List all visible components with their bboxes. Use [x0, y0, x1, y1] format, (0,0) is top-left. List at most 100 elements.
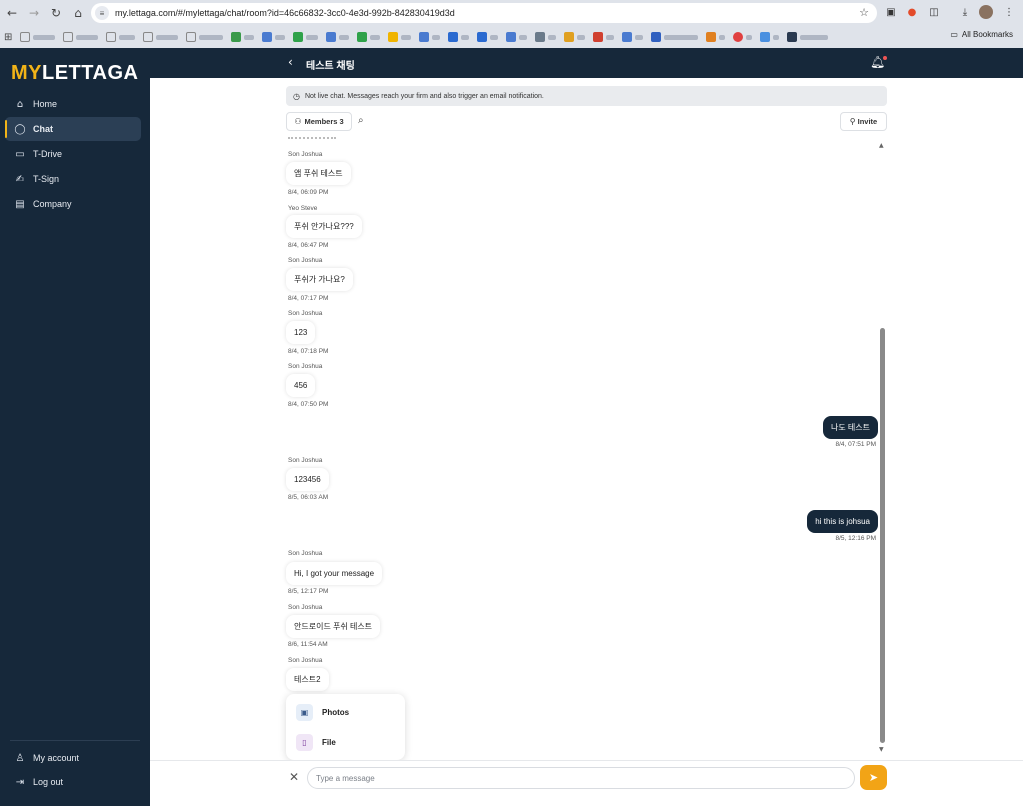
send-button[interactable]: ➤	[860, 765, 887, 790]
bookmark-item[interactable]	[477, 30, 499, 44]
message-sender: Son Joshua	[288, 657, 323, 664]
message-input[interactable]	[307, 767, 855, 789]
sidebar-item-chat[interactable]: ◯ Chat	[5, 117, 141, 141]
file-icon: ▯	[296, 734, 313, 751]
message-time: 8/4, 07:17 PM	[288, 295, 329, 302]
bookmark-item[interactable]	[419, 30, 441, 44]
apps-icon[interactable]: ⊞	[4, 31, 13, 43]
sidebar-item-t-sign[interactable]: ✍ T-Sign	[5, 167, 141, 191]
logo[interactable]: MYLETTAGA	[11, 62, 138, 85]
sidebar-item-label: Chat	[33, 124, 53, 134]
url-text: my.lettaga.com/#/mylettaga/chat/room?id=…	[115, 8, 455, 18]
message-bubble[interactable]: 푸쉬 안가나요???	[286, 215, 362, 238]
building-icon: ▤	[15, 198, 25, 210]
message-bubble[interactable]: 456	[286, 374, 316, 397]
bookmark-item[interactable]	[787, 30, 829, 44]
reload-icon[interactable]: ↻	[50, 6, 62, 20]
extension-icon[interactable]: ▣	[886, 6, 896, 18]
sidebar-item-my-account[interactable]: ♙ My account	[5, 746, 141, 770]
bookmark-item[interactable]	[535, 30, 557, 44]
message-bubble[interactable]: 푸쉬가 가나요?	[286, 268, 353, 291]
bookmark-item[interactable]	[651, 30, 699, 44]
message-bubble[interactable]: 앱 푸쉬 테스트	[286, 162, 351, 185]
clipped-timestamp	[288, 137, 336, 141]
bell-icon[interactable]: 🔔︎	[870, 55, 886, 69]
message-bubble[interactable]: 테스트2	[286, 668, 329, 691]
message-bubble[interactable]: Hi, I got your message	[286, 562, 383, 585]
bookmark-item[interactable]	[388, 30, 412, 44]
star-icon[interactable]: ☆	[859, 6, 869, 19]
extension-icon[interactable]: ●	[907, 6, 917, 18]
message-sender: Son Joshua	[288, 457, 323, 464]
invite-button[interactable]: ⚲ Invite	[840, 112, 887, 131]
bookmark-item[interactable]	[186, 30, 224, 44]
message-time: 8/4, 07:51 PM	[835, 441, 876, 448]
bookmark-item[interactable]	[564, 30, 586, 44]
bookmark-item[interactable]	[448, 30, 470, 44]
sidebar-item-t-drive[interactable]: ▭ T-Drive	[5, 142, 141, 166]
bookmark-item[interactable]	[357, 30, 381, 44]
bookmark-item[interactable]	[262, 30, 286, 44]
message-sender: Son Joshua	[288, 257, 323, 264]
bookmark-item[interactable]	[143, 30, 179, 44]
download-icon[interactable]: ⤓	[962, 6, 968, 18]
notification-dot	[883, 56, 887, 60]
message-time: 8/4, 06:09 PM	[288, 189, 329, 196]
site-info-icon[interactable]: ≡	[95, 6, 109, 20]
profile-avatar[interactable]	[979, 5, 993, 19]
search-icon[interactable]: ⌕	[358, 115, 364, 126]
bookmark-item[interactable]	[593, 30, 615, 44]
notice-banner: ◷ Not live chat. Messages reach your fir…	[286, 86, 887, 106]
attach-photos-label: Photos	[322, 708, 350, 717]
menu-icon[interactable]: ⋮	[1004, 6, 1014, 18]
forward-icon[interactable]: →	[28, 6, 40, 20]
signature-icon: ✍	[15, 173, 25, 185]
bookmark-item[interactable]	[20, 30, 56, 44]
sidebar-item-home[interactable]: ⌂ Home	[5, 92, 141, 116]
sidebar-item-log-out[interactable]: ⇥ Log out	[5, 770, 141, 794]
bookmark-item[interactable]	[63, 30, 99, 44]
logo-rest: LETTAGA	[42, 62, 139, 84]
message-bubble[interactable]: 123456	[286, 468, 329, 491]
bookmark-item[interactable]	[231, 30, 255, 44]
message-sender: Yeo Steve	[288, 205, 318, 212]
message-sender: Son Joshua	[288, 151, 323, 158]
bookmark-item[interactable]	[706, 30, 726, 44]
home-browser-icon[interactable]: ⌂	[74, 6, 82, 20]
folder-icon: ▭	[950, 30, 958, 39]
bookmark-item[interactable]	[733, 30, 753, 44]
scrollbar-thumb[interactable]	[880, 328, 885, 743]
attach-photos-option[interactable]: ▣ Photos	[296, 704, 349, 721]
send-icon: ➤	[868, 771, 879, 784]
bookmark-item[interactable]	[622, 30, 644, 44]
scroll-up-arrow-icon[interactable]: ▲	[879, 142, 884, 149]
scroll-down-arrow-icon[interactable]: ▼	[879, 746, 884, 753]
attach-file-label: File	[322, 738, 336, 747]
my-message-bubble[interactable]: hi this is johsua	[807, 510, 878, 533]
my-message-bubble[interactable]: 나도 테스트	[822, 416, 878, 439]
close-attach-icon[interactable]: ✕	[289, 770, 300, 784]
sidebar-item-company[interactable]: ▤ Company	[5, 192, 141, 216]
all-bookmarks[interactable]: ▭ All Bookmarks	[950, 30, 1013, 39]
bookmark-item[interactable]	[106, 30, 136, 44]
user-icon: ♙	[15, 752, 25, 764]
back-chevron-icon[interactable]: ‹	[288, 55, 293, 69]
invite-label: Invite	[857, 117, 878, 126]
bookmark-item[interactable]	[326, 30, 350, 44]
attach-menu: ▣ Photos ▯ File	[286, 694, 405, 760]
bookmark-item[interactable]	[293, 30, 319, 44]
all-bookmarks-label: All Bookmarks	[961, 30, 1013, 39]
message-bubble[interactable]: 안드로이드 푸쉬 테스트	[286, 615, 381, 638]
notice-text: Not live chat. Messages reach your firm …	[304, 92, 544, 100]
back-icon[interactable]: ←	[6, 6, 18, 20]
add-user-icon: ⚲	[849, 117, 856, 126]
bookmark-item[interactable]	[760, 30, 780, 44]
bookmark-item[interactable]	[506, 30, 528, 44]
attach-file-option[interactable]: ▯ File	[296, 734, 336, 751]
message-sender: Son Joshua	[288, 363, 323, 370]
message-bubble[interactable]: 123	[286, 321, 316, 344]
clock-icon: ◷	[293, 91, 300, 101]
members-button[interactable]: ⚇ Members 3	[286, 112, 352, 131]
address-bar[interactable]: ≡ my.lettaga.com/#/mylettaga/chat/room?i…	[91, 3, 877, 23]
extensions-puzzle-icon[interactable]: ◫	[929, 6, 939, 18]
